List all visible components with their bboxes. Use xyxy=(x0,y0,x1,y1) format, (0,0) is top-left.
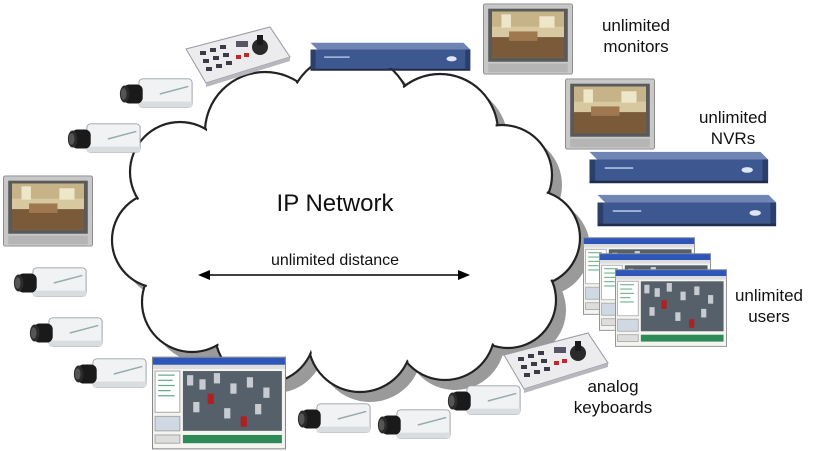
camera-1 xyxy=(119,78,193,109)
monitor-left xyxy=(2,175,94,247)
monitor-top xyxy=(482,3,574,75)
camera-2 xyxy=(67,123,141,154)
users-label: unlimited users xyxy=(734,286,804,327)
client-software-bottom xyxy=(152,356,286,450)
camera-8 xyxy=(447,385,521,416)
nvr-right-1 xyxy=(589,151,769,184)
camera-6 xyxy=(297,403,371,434)
cloud-title: IP Network xyxy=(276,190,394,217)
camera-3 xyxy=(13,267,87,298)
camera-5 xyxy=(73,358,147,389)
nvr-top xyxy=(310,42,471,71)
camera-4 xyxy=(29,317,103,348)
monitors-label: unlimited monitors xyxy=(601,16,671,57)
monitor-right xyxy=(564,78,656,150)
distance-label: unlimited distance xyxy=(270,252,400,269)
keyboards-label: analog keyboards xyxy=(573,377,653,418)
distance-arrow xyxy=(198,270,470,280)
nvr-right-2 xyxy=(597,194,777,227)
client-window-3 xyxy=(615,269,727,347)
camera-7 xyxy=(377,409,451,440)
nvrs-label: unlimited NVRs xyxy=(698,108,768,149)
